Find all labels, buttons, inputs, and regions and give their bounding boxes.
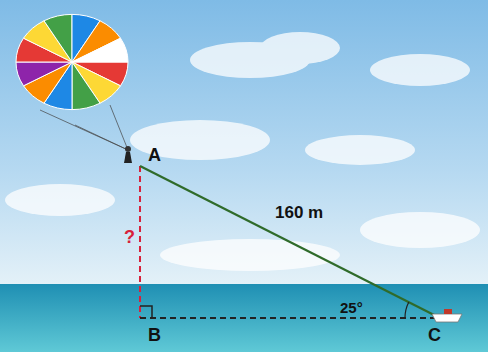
right-angle-mark <box>140 306 152 318</box>
canopy-panel <box>72 62 100 110</box>
length-dimension: 160 m <box>275 204 323 221</box>
angle-arc <box>405 302 409 318</box>
point-label: B <box>148 326 161 344</box>
parachute <box>16 14 128 109</box>
canopy-panel <box>72 38 128 62</box>
parasailer <box>124 146 132 163</box>
canopy-panel <box>44 14 72 62</box>
angle-label: 25° <box>340 300 363 315</box>
shroud-lines <box>40 105 128 150</box>
point-label: A <box>148 146 161 164</box>
point-label: C <box>428 326 441 344</box>
canopy-panel <box>16 62 72 86</box>
clouds <box>5 32 480 271</box>
rope-line <box>140 166 440 318</box>
sky <box>0 0 488 286</box>
boat <box>432 309 462 322</box>
height-line <box>139 166 141 318</box>
ground-line <box>140 317 440 319</box>
sea <box>0 284 488 352</box>
unknown-height: ? <box>124 228 135 246</box>
